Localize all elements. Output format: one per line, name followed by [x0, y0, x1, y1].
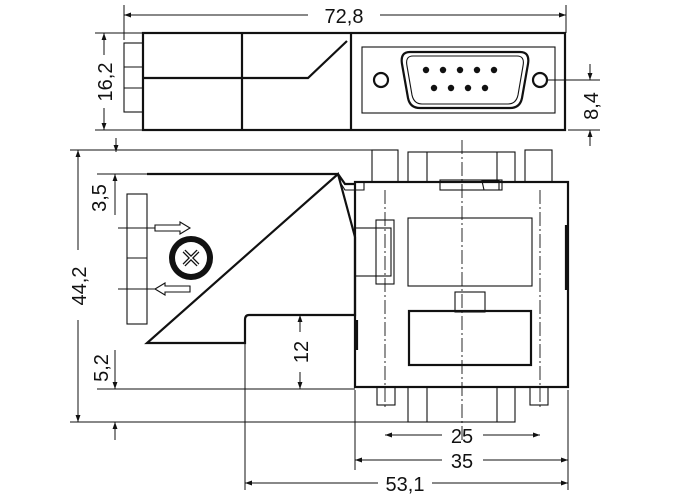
dim-notch-height: 12	[291, 341, 313, 363]
cable-out-arrow-icon	[153, 282, 191, 296]
dim-top-offset: 3,5	[89, 184, 111, 212]
mounting-hole-right	[531, 71, 549, 89]
front-view	[118, 140, 570, 442]
dim-depth: 53,1	[386, 474, 425, 496]
db9-pins	[422, 66, 498, 92]
dim-body-width: 35	[451, 451, 473, 473]
top-view	[123, 31, 567, 132]
dim-bottom-offset: 5,2	[91, 354, 113, 382]
dim-connector-offset: 8,4	[581, 92, 603, 120]
db9-shell	[400, 50, 530, 110]
label-window-top	[407, 217, 533, 287]
label-window-bottom	[407, 309, 533, 367]
dim-overall-width: 72,8	[325, 6, 364, 28]
cable-entry-tabs	[123, 42, 144, 113]
cable-in-arrow-icon	[154, 221, 192, 235]
screw-icon	[169, 236, 213, 280]
dim-total-height: 44,2	[69, 267, 91, 306]
cable-entries	[126, 193, 148, 325]
dim-top-height: 16,2	[95, 63, 117, 102]
dim-pin-spacing: 25	[451, 426, 473, 448]
mounting-hole-left	[372, 71, 390, 89]
